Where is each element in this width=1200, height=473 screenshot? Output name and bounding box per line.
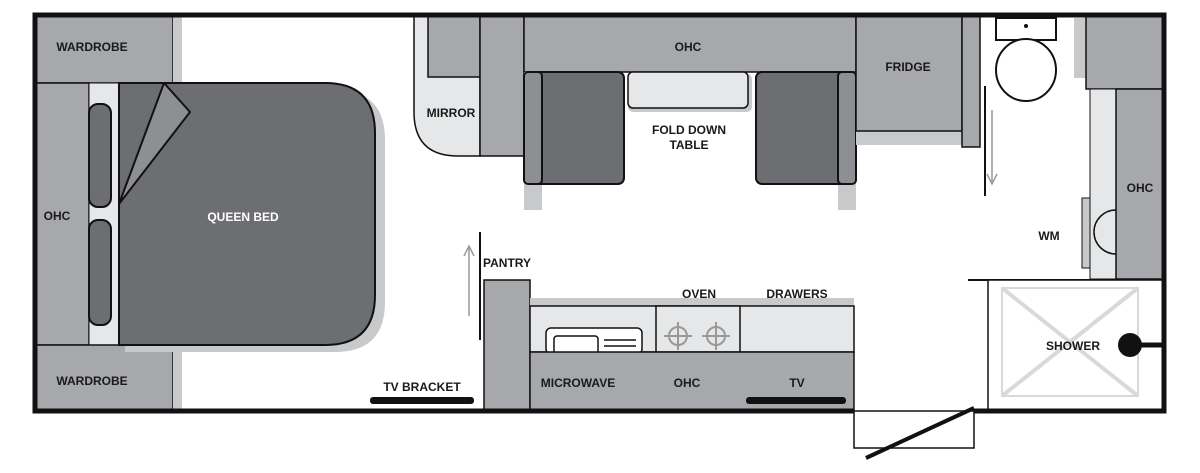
label-ohc-top: OHC: [675, 40, 702, 54]
label-queen-bed: QUEEN BED: [207, 210, 279, 224]
bathroom-door-arrow-head: [986, 173, 998, 186]
shower-drain-line-2: [1000, 286, 1140, 398]
fold-down-table: [627, 71, 749, 109]
tv: [746, 397, 846, 404]
cooktop: [655, 305, 741, 353]
label-ohc-left: OHC: [44, 209, 71, 223]
fridge-door-panel: [961, 14, 981, 148]
label-wm: WM: [1038, 229, 1059, 243]
wardrobe-top-edge: [173, 15, 182, 83]
label-wardrobe-bottom: WARDROBE: [56, 374, 127, 388]
kitchen-ohc-bottom: [529, 351, 855, 412]
tv-bracket: [370, 397, 474, 404]
ohc-right: [1115, 88, 1165, 280]
label-shower: SHOWER: [1046, 339, 1100, 353]
outer-wall: [32, 12, 1167, 414]
pillow-bottom: [88, 219, 112, 326]
toilet-button: [1024, 24, 1028, 28]
wm-cabinet-panel: [1089, 88, 1117, 280]
toilet-cistern: [995, 17, 1057, 41]
pillow-top: [88, 103, 112, 208]
label-fold-down-table-2: TABLE: [669, 138, 708, 152]
queen-bed: [118, 82, 376, 346]
label-oven: OVEN: [682, 287, 716, 301]
toilet-bowl: [995, 38, 1057, 102]
label-mirror: MIRROR: [427, 106, 476, 120]
label-microwave: MICROWAVE: [541, 376, 615, 390]
label-ohc-right: OHC: [1127, 181, 1154, 195]
label-tv: TV: [789, 376, 804, 390]
mirror-cabinet: [427, 14, 481, 78]
ohc-left: [34, 82, 90, 346]
benchtop-shadow: [530, 298, 854, 306]
label-fridge: FRIDGE: [885, 60, 930, 74]
wardrobe-bottom-edge: [173, 345, 182, 411]
label-wardrobe-top: WARDROBE: [56, 40, 127, 54]
label-tv-bracket: TV BRACKET: [383, 380, 461, 394]
wm-door-arc: [1093, 209, 1117, 255]
wm-door: [1081, 197, 1091, 269]
label-fold-down-table-1: FOLD DOWN: [652, 123, 726, 137]
pantry-door-arrow-head: [463, 244, 475, 257]
seat-right-back: [837, 71, 857, 185]
label-pantry: PANTRY: [483, 256, 531, 270]
bed-fold: [118, 82, 191, 205]
fridge: [855, 14, 963, 132]
label-ohc-bottom: OHC: [674, 376, 701, 390]
label-drawers: DRAWERS: [766, 287, 827, 301]
pantry: [483, 279, 531, 412]
shower-head: [1118, 333, 1142, 357]
ohc-top-right: [1085, 14, 1165, 90]
toilet-wall-strip: [1074, 18, 1086, 78]
wardrobe-top: [34, 14, 174, 84]
seat-left-back: [523, 71, 543, 185]
dinette-column: [479, 14, 525, 157]
entry-door: [865, 406, 975, 460]
